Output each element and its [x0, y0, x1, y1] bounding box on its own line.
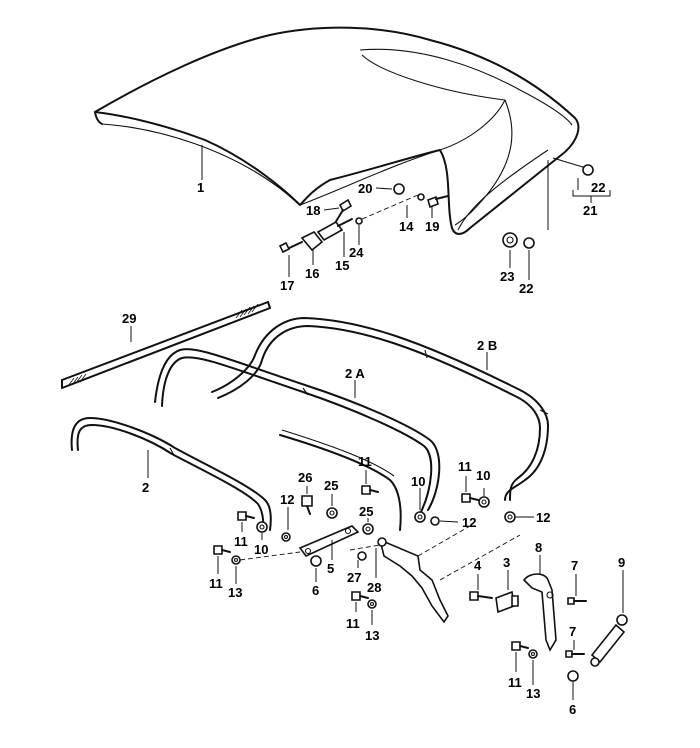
- callout-14: 14: [399, 219, 414, 234]
- frame-2B: [211, 317, 549, 501]
- callout-24: 24: [349, 245, 364, 260]
- callout-4: 4: [474, 558, 482, 573]
- callout-11-a: 11: [358, 454, 372, 469]
- callout-12-a: 12: [280, 492, 294, 507]
- callout-11-b: 11: [458, 459, 472, 474]
- callout-12-c: 12: [536, 510, 550, 525]
- washer-24: [355, 194, 419, 245]
- callout-22-top: 22: [591, 180, 605, 195]
- callout-26: 26: [298, 470, 312, 485]
- callout-28: 28: [367, 580, 381, 595]
- callout-labels: 1 20 18 14 19 24 15 16 17 22 21 23 22 29…: [122, 180, 625, 717]
- callout-7-a: 7: [571, 558, 578, 573]
- callout-10-c: 10: [254, 542, 268, 557]
- callout-27: 27: [347, 570, 361, 585]
- frame-2A: [154, 348, 441, 515]
- trim-strip-29: [61, 301, 271, 389]
- gas-strut-9: [590, 570, 628, 667]
- callout-11-e: 11: [346, 616, 360, 631]
- callout-11-c: 11: [234, 534, 248, 549]
- callout-8: 8: [535, 540, 542, 555]
- hardtop-shell: [94, 26, 587, 235]
- callout-21: 21: [583, 203, 597, 218]
- callout-12-b: 12: [462, 515, 476, 530]
- leader-lines: [217, 470, 577, 700]
- callout-17: 17: [280, 278, 294, 293]
- callout-25-b: 25: [359, 504, 373, 519]
- bracket-assembly-center: [349, 525, 521, 624]
- callout-1: 1: [197, 180, 204, 195]
- hardware-washers: [231, 496, 538, 659]
- callout-11-d: 11: [209, 576, 223, 591]
- callout-15: 15: [335, 258, 349, 273]
- callout-2: 2: [142, 480, 149, 495]
- callout-18: 18: [306, 203, 320, 218]
- callout-10-a: 10: [476, 468, 490, 483]
- callout-25-a: 25: [324, 478, 338, 493]
- callout-20: 20: [358, 181, 372, 196]
- latch-16-15: [278, 218, 353, 277]
- cable-rod: [279, 429, 402, 531]
- rivet-20: [375, 183, 405, 195]
- callout-13-c: 13: [526, 686, 540, 701]
- callout-13-b: 13: [365, 628, 379, 643]
- stud-19-14: [406, 193, 449, 218]
- callout-5: 5: [327, 561, 334, 576]
- lever-8: [522, 555, 557, 652]
- callout-6-b: 6: [569, 702, 576, 717]
- callout-7-b: 7: [569, 624, 576, 639]
- callout-3: 3: [503, 555, 510, 570]
- callout-16: 16: [305, 266, 319, 281]
- hardware-bolts: [213, 485, 587, 682]
- callout-2A: 2 A: [345, 366, 365, 381]
- callout-2B: 2 B: [477, 338, 497, 353]
- callout-13-a: 13: [228, 585, 242, 600]
- hinge-bracket-5: [239, 525, 360, 561]
- callout-6-a: 6: [312, 583, 319, 598]
- callout-11-f: 11: [508, 675, 522, 690]
- grommets-22-23: [502, 164, 611, 280]
- callout-19: 19: [425, 219, 439, 234]
- callout-23: 23: [500, 269, 514, 284]
- callout-10-b: 10: [411, 474, 425, 489]
- callout-29: 29: [122, 311, 136, 326]
- bracket-3: [495, 570, 519, 614]
- callout-22-bottom: 22: [519, 281, 533, 296]
- callout-9: 9: [618, 555, 625, 570]
- frame-2: [70, 417, 272, 531]
